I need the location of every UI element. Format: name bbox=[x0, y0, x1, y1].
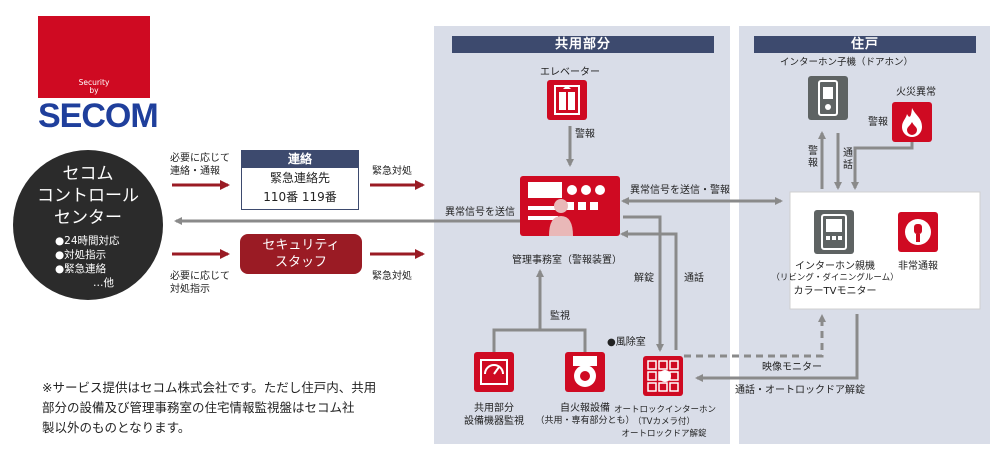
elevator-icon-graphic bbox=[554, 85, 580, 115]
fire-equipment-label-1: 自火報設備 bbox=[560, 403, 610, 414]
intercom-child-label: インターホン子機（ドアホン） bbox=[780, 57, 914, 68]
intercom-parent-label-1: インターホン親機 bbox=[795, 261, 875, 272]
fire-icon bbox=[892, 102, 932, 142]
security-line-1: セキュリティ bbox=[262, 238, 340, 253]
management-office-label: 管理事務室（警報装置） bbox=[512, 255, 622, 266]
dwelling-title: 住戸 bbox=[754, 36, 976, 53]
arrow-parent-to-autolock bbox=[695, 314, 859, 382]
guard-person-icon bbox=[546, 196, 576, 236]
contact-header: 連絡 bbox=[242, 151, 358, 168]
intercom-parent-label-2: （リビング・ダイニングルーム） bbox=[771, 273, 899, 283]
autolock-label-1: オートロックインターホン bbox=[614, 405, 717, 415]
control-title-1: セコム bbox=[62, 164, 114, 184]
fire-abnormal-label: 火災異常 bbox=[896, 87, 936, 98]
intercom-parent-label-3: カラーTVモニター bbox=[793, 286, 877, 297]
flow-instruct-label-2: 対処指示 bbox=[170, 284, 210, 295]
footnote-line-3: 製以外のものとなります。 bbox=[42, 420, 191, 435]
logo-secom-wordmark: SECOM bbox=[38, 97, 159, 135]
flow-instruct-label-1: 必要に応じて bbox=[170, 271, 230, 282]
intercom-parent-icon bbox=[814, 210, 854, 254]
footnote-line-1: ※サービス提供はセコム株式会社です。ただし住戸内、共用 bbox=[42, 380, 377, 395]
security-line-2: スタッフ bbox=[274, 255, 327, 270]
meter-icon-graphic bbox=[480, 359, 508, 385]
guard-person-graphic bbox=[549, 199, 573, 236]
monitor-label: 監視 bbox=[550, 311, 570, 322]
flame-graphic bbox=[902, 108, 922, 137]
flow-emergency-label-bottom: 緊急対処 bbox=[372, 271, 412, 282]
emergency-call-label: 非常通報 bbox=[898, 261, 938, 272]
signal-to-center-label: 異常信号を送信 bbox=[445, 207, 515, 218]
autolock-label-2: （TVカメラ付） bbox=[632, 417, 695, 427]
flow-emergency-label-top: 緊急対処 bbox=[372, 166, 412, 177]
autolock-intercom-icon bbox=[643, 356, 683, 396]
fire-equipment-label-2: （共用・専有部分とも） bbox=[535, 416, 635, 426]
doorphone-graphic bbox=[818, 80, 838, 116]
intercom-monitor-graphic bbox=[821, 214, 847, 250]
elevator-alarm-label: 警報 bbox=[575, 129, 595, 140]
control-item-2: ●対処指示 bbox=[55, 249, 107, 261]
logo-security-text: Security bbox=[78, 78, 110, 87]
flow-contact-label-1: 必要に応じて bbox=[170, 153, 230, 164]
equipment-monitor-icon bbox=[474, 352, 514, 392]
control-title-3: センター bbox=[54, 208, 122, 228]
equipment-label-1: 共用部分 bbox=[474, 403, 514, 414]
footnote-line-2: 部分の設備及び管理事務室の住宅情報監視盤はセコム社 bbox=[42, 400, 355, 415]
fire-detector-graphic bbox=[573, 356, 597, 387]
emergency-button-graphic bbox=[905, 219, 931, 245]
control-item-3: ●緊急連絡 bbox=[55, 263, 107, 275]
line-monitor bbox=[492, 328, 587, 352]
elevator-label: エレベーター bbox=[540, 67, 600, 78]
arrow-call bbox=[620, 230, 678, 350]
control-title-2: コントロール bbox=[37, 186, 139, 206]
alarm-panel-graphic bbox=[528, 182, 605, 220]
autolock-label-3: オートロックドア解錠 bbox=[621, 429, 707, 439]
control-item-1: ●24時間対応 bbox=[55, 235, 120, 247]
video-monitor-label: 映像モニター bbox=[762, 362, 822, 373]
fire-alarm-equipment-icon bbox=[565, 352, 605, 392]
dwelling-alarm-label-1: 警報 bbox=[868, 117, 888, 128]
common-area-title: 共用部分 bbox=[452, 36, 714, 53]
contact-line-2: 110番 119番 bbox=[263, 190, 337, 204]
control-item-more: …他 bbox=[93, 277, 114, 289]
windbreak-room-label: ●風除室 bbox=[607, 337, 646, 348]
call-label: 通話 bbox=[684, 273, 704, 284]
doorphone-icon bbox=[808, 76, 848, 120]
elevator-icon bbox=[547, 80, 587, 120]
logo-by-text: by bbox=[89, 86, 99, 95]
secom-control-center: セコム コントロール センター ●24時間対応 ●対処指示 ●緊急連絡 …他 bbox=[13, 150, 163, 300]
contact-box: 連絡 緊急連絡先 110番 119番 bbox=[241, 150, 359, 210]
dashed-video-monitor bbox=[684, 314, 826, 358]
secom-logo: Security by bbox=[38, 16, 150, 98]
arrow-fire-to-parent bbox=[851, 140, 914, 190]
signal-alarm-label: 異常信号を送信・警報 bbox=[630, 185, 730, 196]
contact-line-1: 緊急連絡先 bbox=[269, 171, 330, 185]
keypad-graphic bbox=[647, 360, 679, 392]
call-unlock-label: 通話・オートロックドア解錠 bbox=[735, 385, 865, 396]
arrow-unlock bbox=[623, 215, 664, 352]
emergency-button-icon bbox=[898, 212, 938, 252]
unlock-label: 解錠 bbox=[634, 273, 654, 284]
equipment-label-2: 設備機器監視 bbox=[464, 416, 524, 427]
dwelling-alarm-label-2: 警報 bbox=[808, 146, 818, 169]
flow-contact-label-2: 連絡・通報 bbox=[170, 166, 220, 177]
dwelling-call-label: 通話 bbox=[843, 148, 853, 171]
security-staff-box: セキュリティ スタッフ bbox=[240, 234, 362, 274]
